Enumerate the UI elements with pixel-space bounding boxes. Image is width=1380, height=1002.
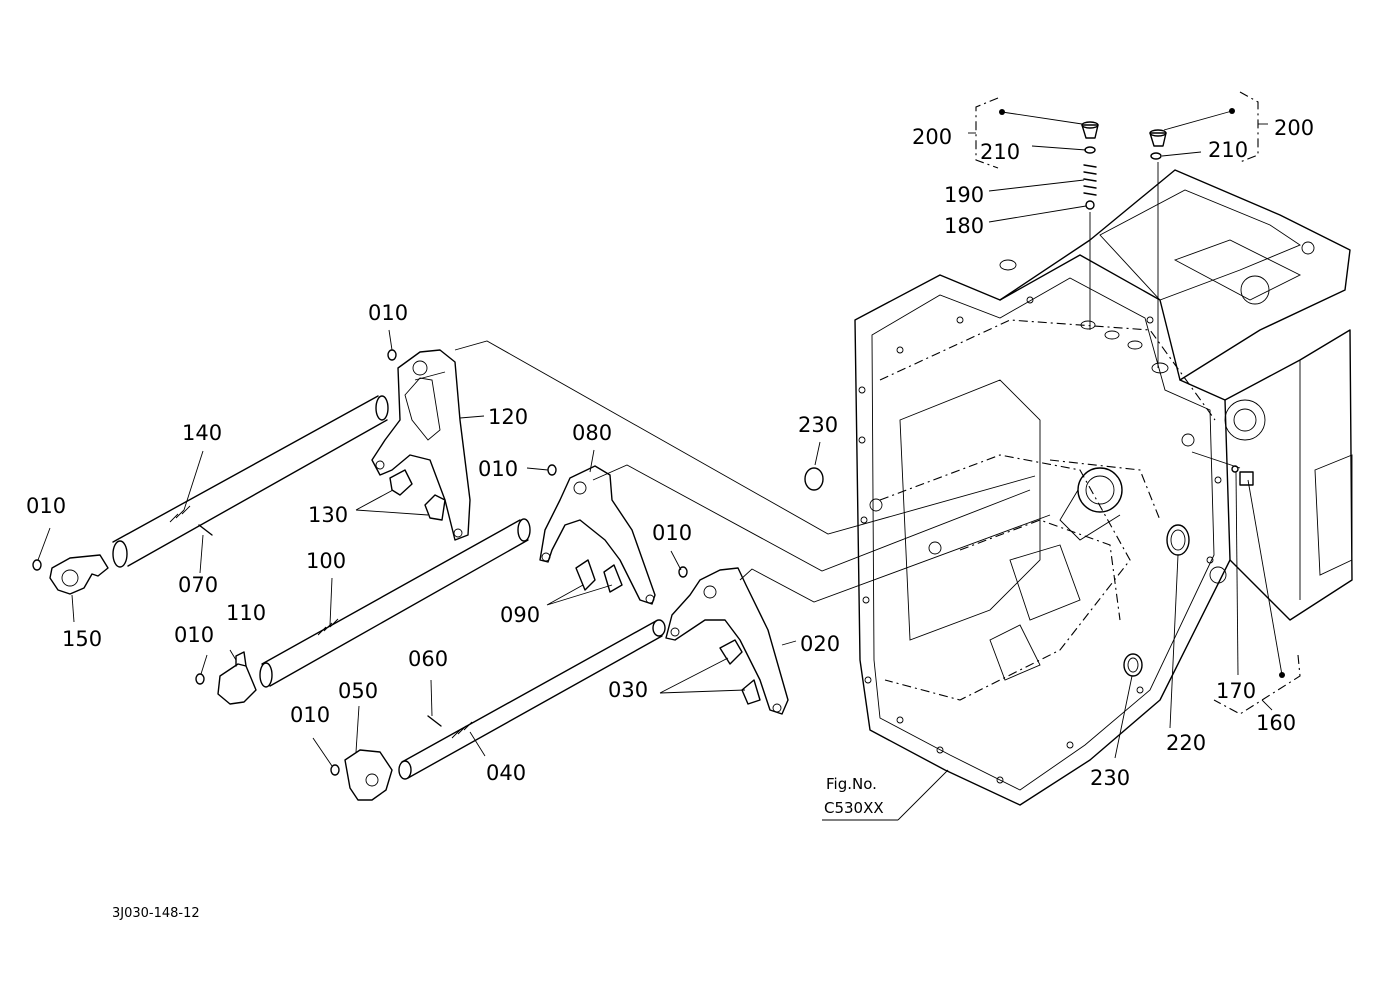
- group-brackets: [968, 91, 1301, 715]
- callout-050: 050: [338, 679, 378, 703]
- callout-070: 070: [178, 573, 218, 597]
- callout-210: 210: [980, 140, 1020, 164]
- callout-030: 030: [608, 678, 648, 702]
- callout-120: 120: [488, 405, 528, 429]
- shifter-110: [217, 651, 257, 705]
- shifter-150: [49, 554, 109, 595]
- callout-200: 200: [912, 125, 952, 149]
- shift-rod-140: [112, 395, 389, 568]
- callout-010: 010: [652, 521, 692, 545]
- shifter-pieces-130: [389, 469, 446, 521]
- shift-fork-080: [539, 465, 656, 605]
- callout-180: 180: [944, 214, 984, 238]
- callout-140: 140: [182, 421, 222, 445]
- callout-220: 220: [1166, 731, 1206, 755]
- callout-080: 080: [572, 421, 612, 445]
- callout-090: 090: [500, 603, 540, 627]
- fig-number: C530XX: [824, 799, 884, 817]
- callout-210: 210: [1208, 138, 1248, 162]
- leader-lines: [37, 108, 1285, 821]
- callout-190: 190: [944, 183, 984, 207]
- shift-rod-100: [259, 518, 531, 688]
- callout-160: 160: [1256, 711, 1296, 735]
- transmission-case: [854, 169, 1353, 806]
- figure-reference: Fig.No. C530XX: [822, 775, 898, 821]
- callout-010: 010: [478, 457, 518, 481]
- shifter-050: [344, 749, 393, 801]
- shifter-pieces-030: [719, 639, 761, 705]
- drawing-code: 3J030-148-12: [112, 906, 200, 921]
- fig-label: Fig.No.: [826, 775, 877, 793]
- callout-labels: 010 120 140 130 010 070 150 080 010 100 …: [26, 116, 1314, 790]
- callout-200: 200: [1274, 116, 1314, 140]
- callout-010: 010: [368, 301, 408, 325]
- callout-060: 060: [408, 647, 448, 671]
- callout-130: 130: [308, 503, 348, 527]
- callout-040: 040: [486, 761, 526, 785]
- shift-rod-040: [398, 619, 666, 780]
- callout-230: 230: [798, 413, 838, 437]
- shift-fork-020: [665, 567, 789, 715]
- callout-010: 010: [290, 703, 330, 727]
- oil-seals: [804, 467, 1190, 677]
- callout-230: 230: [1090, 766, 1130, 790]
- pin-060: [427, 715, 442, 727]
- callout-100: 100: [306, 549, 346, 573]
- detent-parts: [1081, 121, 1254, 486]
- shifter-pieces-090: [575, 559, 623, 593]
- shift-fork-120: [371, 349, 471, 541]
- callout-010: 010: [26, 494, 66, 518]
- callout-170: 170: [1216, 679, 1256, 703]
- assembly-reference-lines: [454, 340, 1241, 603]
- callout-020: 020: [800, 632, 840, 656]
- callout-110: 110: [226, 601, 266, 625]
- flange-bolt-holes: [858, 296, 1227, 784]
- callout-150: 150: [62, 627, 102, 651]
- callout-010: 010: [174, 623, 214, 647]
- pin-070: [198, 524, 213, 536]
